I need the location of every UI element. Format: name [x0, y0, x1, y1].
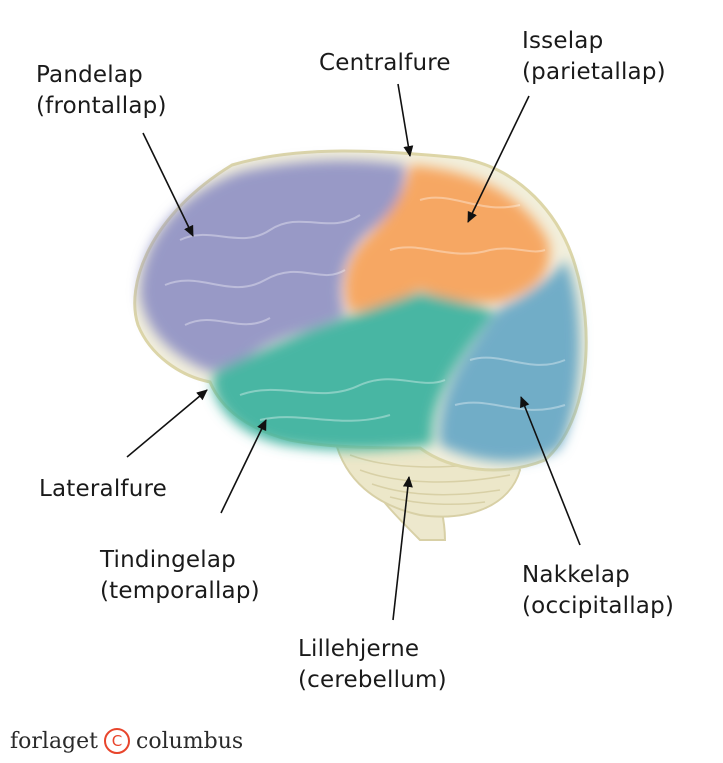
arrow-central [397, 83, 414, 157]
label-occipital-latin: (occipitallap) [522, 593, 675, 619]
copyright-icon: C [104, 728, 130, 754]
publisher-logo: forlaget C columbus [10, 728, 243, 754]
label-parietal-latin: (parietallap) [522, 59, 666, 85]
arrow-occipital [520, 396, 581, 546]
label-lateral-name: Lateralfure [39, 476, 167, 502]
label-parietal-lobe: Isselap (parietallap) [522, 26, 666, 88]
occipital-lobe [439, 260, 580, 462]
label-frontal-lobe: Pandelap (frontallap) [36, 60, 167, 122]
frontal-lobe [140, 160, 405, 372]
arrow-temporal [220, 419, 267, 514]
arrow-parietal [467, 95, 530, 223]
label-frontal-name: Pandelap [36, 62, 143, 88]
label-temporal-name: Tindingelap [100, 547, 236, 573]
label-frontal-latin: (frontallap) [36, 93, 167, 119]
parietal-lobe [345, 165, 550, 312]
publisher-name-left: forlaget [10, 728, 98, 754]
publisher-name-right: columbus [136, 728, 244, 754]
label-occipital-lobe: Nakkelap (occipitallap) [522, 560, 674, 622]
temporal-lobe [212, 292, 495, 451]
label-cerebellum-name: Lillehjerne [298, 636, 420, 662]
label-parietal-name: Isselap [522, 28, 604, 54]
label-temporal-latin: (temporallap) [100, 578, 260, 604]
label-occipital-name: Nakkelap [522, 562, 630, 588]
arrow-lateral [126, 389, 208, 458]
arrow-frontal [142, 132, 194, 237]
label-lateral-sulcus: Lateralfure [39, 474, 167, 505]
label-temporal-lobe: Tindingelap (temporallap) [100, 545, 260, 607]
label-cerebellum-latin: (cerebellum) [298, 667, 447, 693]
arrow-cerebellum [392, 476, 413, 621]
pointer-arrows [126, 83, 581, 621]
gyri-texture [164, 196, 566, 422]
label-cerebellum: Lillehjerne (cerebellum) [298, 634, 447, 696]
label-central-sulcus: Centralfure [319, 48, 451, 79]
label-central-name: Centralfure [319, 50, 451, 76]
